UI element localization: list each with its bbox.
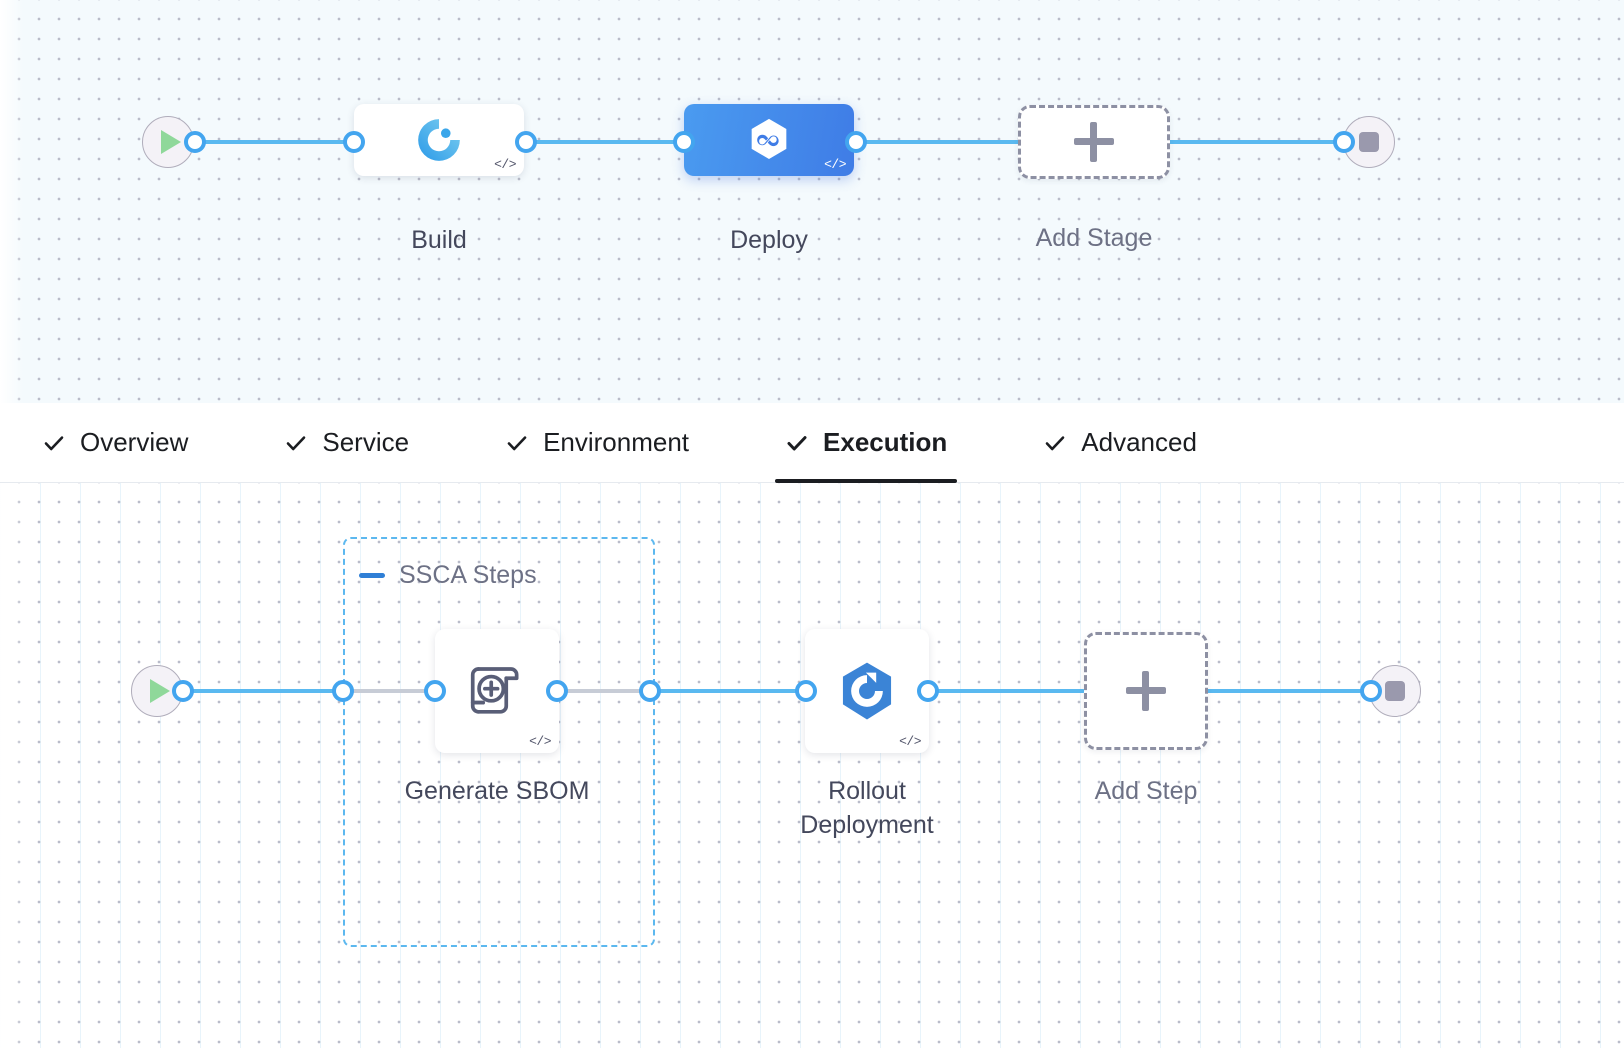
port-rollout-out[interactable]	[917, 680, 939, 702]
stage-label-build: Build	[411, 226, 467, 254]
edge-group-to-sbom	[350, 689, 432, 693]
tab-service[interactable]: Service	[274, 403, 419, 483]
yaml-code-icon[interactable]: </>	[899, 734, 921, 749]
edge-addstage-to-end	[1160, 140, 1355, 144]
tab-label: Execution	[823, 427, 948, 457]
tab-advanced[interactable]: Advanced	[1033, 403, 1207, 483]
tab-overview[interactable]: Overview	[32, 403, 198, 483]
step-group-ssca[interactable]	[343, 537, 655, 947]
add-step-button[interactable]	[1084, 632, 1208, 750]
harness-cd-hexagon-infinity-icon	[751, 118, 787, 159]
step-label-rollout-deployment: Rollout Deployment	[800, 777, 934, 839]
edge-build-to-deploy	[520, 140, 695, 144]
check-icon	[287, 435, 306, 450]
port-sbom-out[interactable]	[546, 680, 568, 702]
port-group-out[interactable]	[639, 680, 661, 702]
port-start-out[interactable]	[184, 131, 206, 153]
sbom-scroll-plus-icon	[470, 667, 519, 714]
harness-ci-build-icon	[418, 119, 460, 161]
add-step-label: Add Step	[1094, 777, 1198, 805]
tab-environment[interactable]: Environment	[495, 403, 699, 483]
rollout-hexagon-refresh-icon	[842, 662, 892, 720]
port-rollout-in[interactable]	[795, 680, 817, 702]
edge-deploy-to-addstage	[845, 140, 1025, 144]
tab-label: Service	[322, 427, 410, 457]
port-group-in[interactable]	[332, 680, 354, 702]
plus-icon	[1126, 671, 1166, 711]
port-deploy-out[interactable]	[845, 131, 867, 153]
step-group-header[interactable]: SSCA Steps	[359, 561, 537, 590]
check-icon	[507, 435, 527, 450]
edge-sbom-to-groupout	[558, 689, 650, 693]
add-stage-label: Add Stage	[1035, 224, 1153, 252]
stage-config-tabs: Overview Service Environment Execution A…	[0, 403, 1624, 483]
yaml-code-icon[interactable]: </>	[494, 157, 516, 172]
check-icon	[44, 435, 64, 450]
plus-icon	[1074, 122, 1114, 162]
step-node-rollout-deployment[interactable]: </>	[805, 629, 929, 753]
stop-icon	[1359, 132, 1379, 152]
pipeline-end-node[interactable]	[1343, 116, 1395, 168]
tab-label: Advanced	[1081, 427, 1197, 457]
stage-canvas[interactable]: </> Build </> Deploy Add Stage	[0, 0, 1624, 413]
stage-label-deploy: Deploy	[730, 226, 808, 254]
stage-node-deploy[interactable]: </>	[684, 104, 854, 176]
port-build-in[interactable]	[343, 131, 365, 153]
edge-addstep-to-end	[1205, 689, 1375, 693]
yaml-code-icon[interactable]: </>	[529, 734, 551, 749]
edge-start-to-build	[190, 140, 360, 144]
tab-label: Environment	[543, 427, 690, 457]
port-exec-start-out[interactable]	[172, 680, 194, 702]
port-sbom-in[interactable]	[424, 680, 446, 702]
edge-rollout-to-addstep	[925, 689, 1085, 693]
port-build-out[interactable]	[515, 131, 537, 153]
port-end-in[interactable]	[1333, 131, 1355, 153]
tab-execution[interactable]: Execution	[775, 403, 958, 483]
execution-start-node[interactable]	[131, 665, 183, 717]
edge-group-to-rollout	[650, 689, 820, 693]
stop-icon	[1385, 681, 1405, 701]
step-node-generate-sbom[interactable]: </>	[435, 629, 559, 753]
minus-icon[interactable]	[359, 573, 385, 578]
port-deploy-in[interactable]	[673, 131, 695, 153]
play-icon	[160, 130, 181, 154]
add-stage-button[interactable]	[1018, 105, 1170, 179]
execution-steps-canvas[interactable]: SSCA Steps	[0, 483, 1624, 1048]
yaml-code-icon[interactable]: </>	[824, 157, 846, 172]
check-icon	[1045, 435, 1065, 450]
step-label-generate-sbom: Generate SBOM	[404, 777, 590, 805]
edge-start-to-group	[178, 689, 348, 693]
step-group-title: SSCA Steps	[399, 561, 537, 589]
stage-node-build[interactable]: </>	[354, 104, 524, 176]
port-exec-end-in[interactable]	[1360, 680, 1382, 702]
check-icon	[787, 435, 807, 450]
play-icon	[149, 679, 170, 703]
tab-label: Overview	[80, 427, 189, 457]
